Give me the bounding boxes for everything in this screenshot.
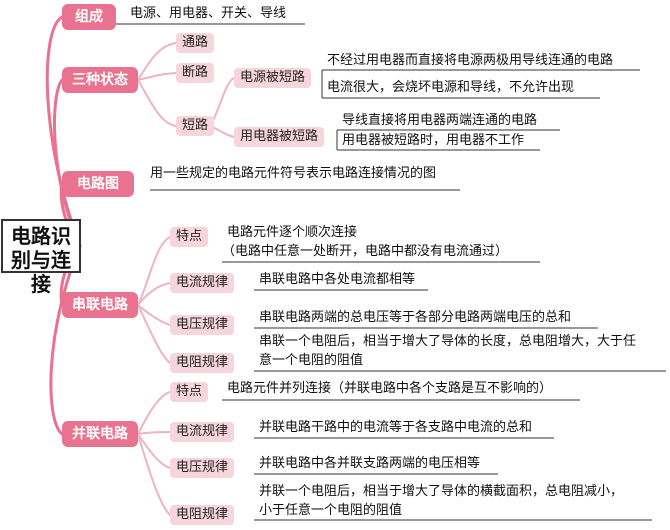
composition-label: 组成: [75, 9, 103, 25]
parallel-current-label: 电流规律: [170, 422, 235, 442]
parallel-current-text: 并联电路干路中的电流等于各支路中电流的总和: [259, 420, 533, 435]
parallel-feature-text: 电路元件并列连接（并联电路中各个支路是互不影响的）: [227, 381, 553, 396]
parallel-resistance-line1: 并联一个电阻后，相当于增大了导体的横截面积，总电阻减小，: [259, 484, 624, 499]
parallel-label: 并联电路: [72, 426, 128, 442]
series-feature-line2: （电路中任意一处断开，电路中都没有电流通过）: [222, 244, 509, 259]
state-short: 短路: [176, 116, 215, 136]
series-feature-line1: 电路元件逐个顺次连接: [227, 225, 358, 240]
series-feature-label: 特点: [170, 227, 209, 247]
diagram-label: 电路图: [77, 176, 119, 192]
series-label: 串联电路: [72, 297, 128, 313]
source-short-label: 电源被短路: [234, 68, 312, 88]
parallel-voltage-label: 电压规律: [170, 458, 235, 478]
series-voltage-text: 串联电路两端的总电压等于各部分电路两端电压的总和: [259, 310, 572, 325]
diagram-text: 用一些规定的电路元件符号表示电路连接情况的图: [150, 166, 437, 181]
series-resistance-label: 电阻规律: [170, 353, 235, 373]
root-title: 电路识别与连接: [11, 224, 71, 296]
device-short-def: 导线直接将用电器两端连通的电路: [342, 113, 538, 128]
series-resistance-line1: 串联一个电阻后，相当于增大了导体的长度，总电阻增大，大于任: [259, 334, 637, 349]
source-short-def: 不经过用电器而直接将电源两极用导线连通的电路: [327, 53, 614, 68]
source-short-effect: 电流很大，会烧坏电源和导线，不允许出现: [327, 80, 575, 95]
series-voltage-label: 电压规律: [170, 315, 235, 335]
root-node: 电路识别与连接: [1, 219, 81, 296]
series-resistance-line2: 意一个电阻的阻值: [259, 353, 364, 368]
state-open: 断路: [176, 63, 215, 83]
states-label: 三种状态: [72, 72, 128, 88]
device-short-label: 用电器被短路: [234, 127, 325, 147]
parallel-node: 并联电路: [62, 421, 138, 447]
series-current-label: 电流规律: [170, 273, 235, 293]
parallel-feature-label: 特点: [170, 382, 209, 402]
states-node: 三种状态: [62, 67, 138, 93]
diagram-node: 电路图: [62, 171, 134, 197]
device-short-effect: 用电器被短路时，用电器不工作: [342, 133, 525, 148]
series-node: 串联电路: [62, 292, 138, 318]
parallel-resistance-label: 电阻规律: [170, 505, 235, 525]
series-current-text: 串联电路中各处电流都相等: [259, 272, 416, 287]
parallel-resistance-line2: 小于任意一个电阻的阻值: [259, 503, 403, 518]
parallel-voltage-text: 并联电路中各并联支路两端的电压相等: [259, 456, 481, 471]
composition-text: 电源、用电器、开关、导线: [130, 6, 287, 21]
composition-node: 组成: [62, 4, 116, 30]
state-closed: 通路: [176, 33, 215, 53]
